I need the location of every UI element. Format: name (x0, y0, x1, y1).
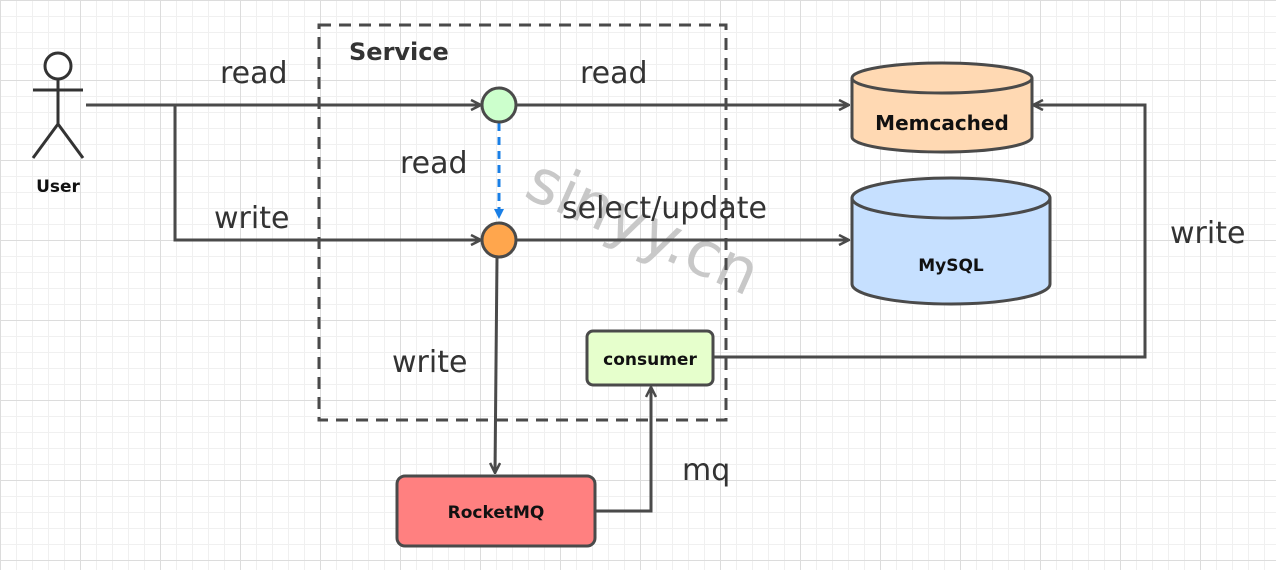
service-container (317, 23, 728, 422)
edge-label-cache-miss-read: read (400, 146, 468, 181)
edge-label-user-write: write (214, 201, 289, 236)
mysql-node (850, 176, 1052, 306)
edge-label-consumer-write: write (1170, 216, 1245, 251)
edge-label-read-cache: read (580, 56, 648, 91)
memcached-label: Memcached (875, 111, 1009, 135)
write-node (480, 221, 518, 259)
user-actor-icon (31, 51, 85, 159)
rocketmq-node (395, 474, 597, 548)
edge-label-write-mq: write (392, 345, 467, 380)
edge-write-to-rocketmq (495, 257, 497, 472)
edge-label-select-update: select/update (562, 191, 767, 226)
edge-consumer-to-memcached (714, 105, 1147, 359)
user-label: User (36, 177, 80, 197)
service-title: Service (349, 38, 449, 66)
mysql-label: MySQL (918, 256, 984, 276)
rocketmq-label: RocketMQ (448, 503, 545, 523)
watermark-text: sinyy.cn (516, 143, 771, 310)
edge-label-mq: mq (682, 453, 730, 488)
consumer-label: consumer (603, 350, 697, 370)
read-node (480, 86, 518, 124)
consumer-node (585, 329, 715, 387)
edge-user-write (173, 105, 480, 240)
edge-label-user-read: read (220, 56, 288, 91)
memcached-node (850, 61, 1034, 154)
edge-rocketmq-to-consumer (596, 388, 651, 513)
